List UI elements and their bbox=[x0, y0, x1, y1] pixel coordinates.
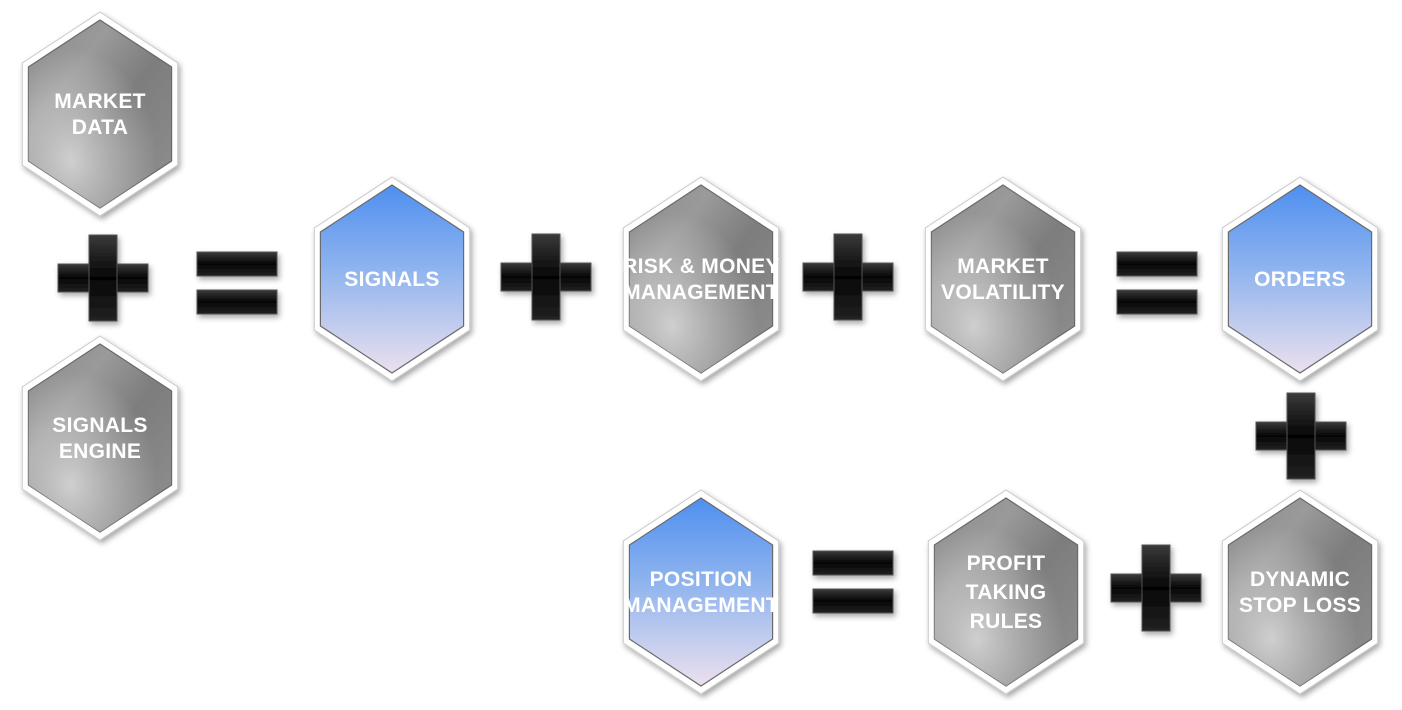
hex-shine bbox=[1228, 498, 1372, 686]
node-label-line: DYNAMIC bbox=[1250, 568, 1350, 591]
node-label: ORDERS bbox=[1254, 268, 1346, 291]
node-label-line: ORDERS bbox=[1254, 268, 1346, 291]
hex-fill bbox=[628, 497, 774, 687]
node-label: RISK & MONEY MANAGEMENT bbox=[622, 255, 780, 304]
hex-shine bbox=[934, 498, 1078, 686]
node-label-line: MARKET bbox=[957, 255, 1049, 278]
node-label-line: SIGNALS bbox=[344, 268, 439, 291]
plus-operator bbox=[500, 233, 592, 321]
node-label: PROFIT TAKING RULES bbox=[966, 552, 1047, 633]
node-label-line: STOP LOSS bbox=[1239, 594, 1361, 617]
operator-bar bbox=[531, 233, 561, 321]
node-label-line: DATA bbox=[72, 116, 128, 139]
operator-bar bbox=[812, 588, 894, 614]
node-label-line: RISK & MONEY bbox=[622, 255, 780, 278]
plus-operator bbox=[802, 233, 894, 321]
node-label: DYNAMIC STOP LOSS bbox=[1239, 568, 1361, 617]
operator-bar bbox=[196, 289, 278, 315]
node-market-volatility: MARKET VOLATILITY bbox=[924, 176, 1082, 382]
node-label-line: POSITION bbox=[650, 568, 753, 591]
node-dynamic-stop-loss: DYNAMIC STOP LOSS bbox=[1221, 489, 1379, 695]
equals-operator bbox=[1116, 251, 1198, 315]
node-label: SIGNALS ENGINE bbox=[52, 414, 147, 463]
node-label: SIGNALS bbox=[344, 268, 439, 291]
operator-bar bbox=[812, 550, 894, 576]
equals-operator bbox=[196, 251, 278, 315]
node-signals: SIGNALS bbox=[313, 176, 471, 382]
node-label-line: SIGNALS bbox=[52, 414, 147, 437]
plus-operator bbox=[57, 234, 149, 322]
node-label: MARKET DATA bbox=[54, 90, 146, 139]
node-label-line: RULES bbox=[970, 610, 1043, 633]
hex-fill bbox=[1227, 184, 1373, 374]
node-label: MARKET VOLATILITY bbox=[941, 255, 1065, 304]
hex-shine bbox=[28, 344, 172, 532]
operator-bar bbox=[1116, 289, 1198, 315]
node-position-management: POSITION MANAGEMENT bbox=[622, 489, 780, 695]
node-label-line: MARKET bbox=[54, 90, 146, 113]
node-label-line: PROFIT bbox=[967, 552, 1046, 575]
node-label-line: MANAGEMENT bbox=[623, 281, 779, 304]
node-profit-taking-rules: PROFIT TAKING RULES bbox=[927, 489, 1085, 695]
node-market-data: MARKET DATA bbox=[21, 11, 179, 217]
plus-operator bbox=[1110, 544, 1202, 632]
hex-shine bbox=[28, 20, 172, 208]
node-label-line: TAKING bbox=[966, 581, 1047, 604]
operator-bar bbox=[1116, 251, 1198, 277]
operator-bar bbox=[833, 233, 863, 321]
hex-shine bbox=[931, 185, 1075, 373]
hex-fill bbox=[319, 184, 465, 374]
node-label-line: MANAGEMENT bbox=[623, 594, 779, 617]
operator-bar bbox=[1141, 544, 1171, 632]
plus-operator bbox=[1255, 392, 1347, 480]
node-signals-engine: SIGNALS ENGINE bbox=[21, 335, 179, 541]
node-risk-money-management: RISK & MONEY MANAGEMENT bbox=[622, 176, 780, 382]
node-orders: ORDERS bbox=[1221, 176, 1379, 382]
equals-operator bbox=[812, 550, 894, 614]
operator-bar bbox=[88, 234, 118, 322]
node-label-line: VOLATILITY bbox=[941, 281, 1065, 304]
node-label-line: ENGINE bbox=[59, 440, 141, 463]
node-label: POSITION MANAGEMENT bbox=[623, 568, 779, 617]
operator-bar bbox=[196, 251, 278, 277]
operator-bar bbox=[1286, 392, 1316, 480]
hex-shine bbox=[629, 185, 773, 373]
